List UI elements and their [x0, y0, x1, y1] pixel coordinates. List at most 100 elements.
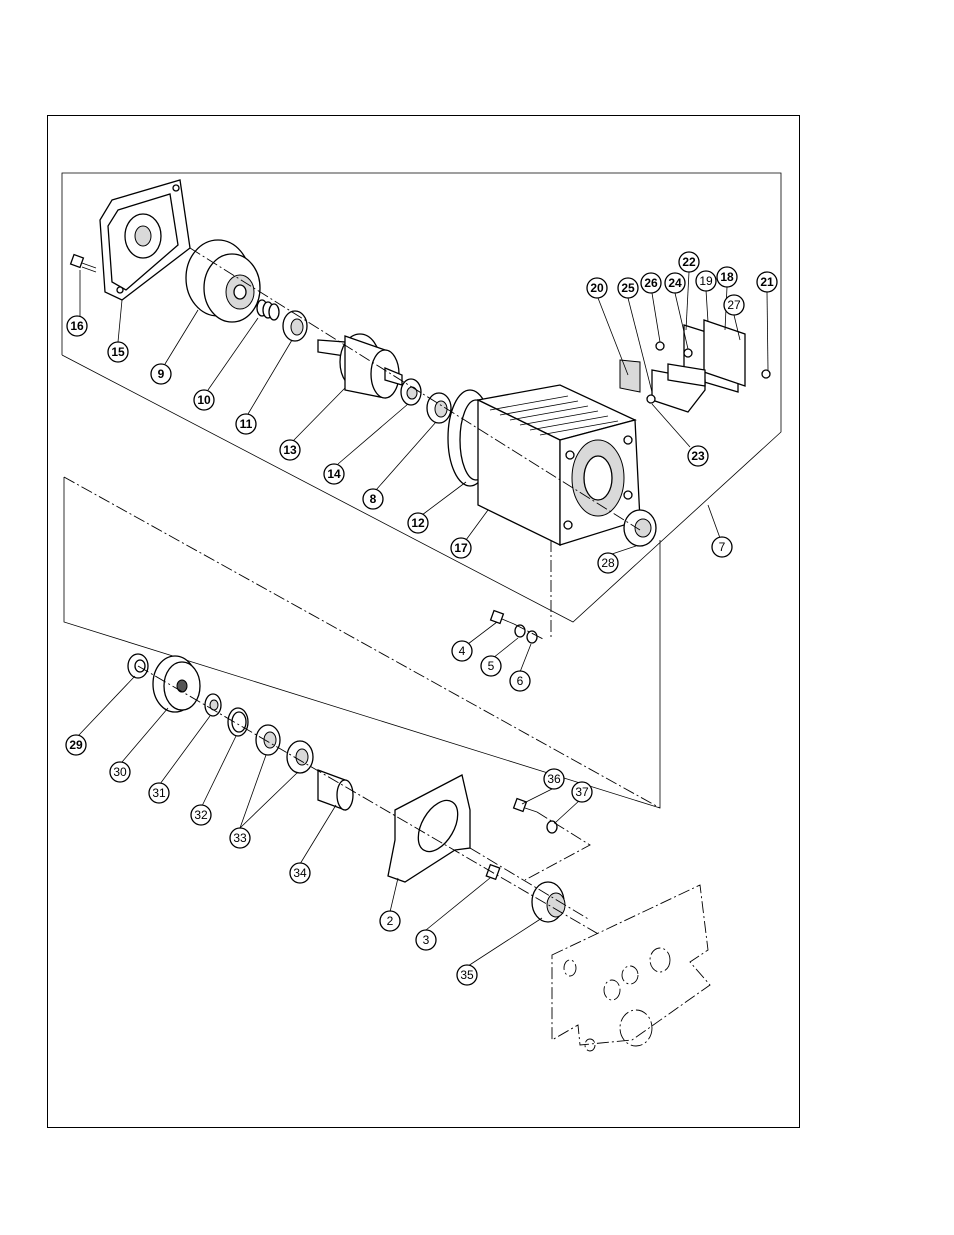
callout-26: 26	[640, 272, 662, 294]
callout-label: 31	[152, 786, 166, 800]
axis-line-fasteners	[513, 623, 546, 641]
callout-20: 20	[586, 277, 608, 299]
callout-label: 24	[668, 276, 682, 290]
callout-12: 12	[407, 512, 429, 534]
gasket-plate-part-2	[387, 774, 471, 883]
callout-11: 11	[235, 413, 257, 435]
callout-34: 34	[289, 862, 311, 884]
callout-label: 33	[233, 831, 247, 845]
callout-label: 2	[387, 914, 394, 928]
callout-28: 28	[597, 552, 619, 574]
callout-24: 24	[664, 272, 686, 294]
callout-13: 13	[279, 439, 301, 461]
callout-31: 31	[148, 782, 170, 804]
axis-line-screw	[524, 811, 591, 881]
callout-label: 21	[760, 275, 774, 289]
callout-27: 27	[723, 294, 745, 316]
screw-part-4	[489, 609, 515, 625]
pulley-part-9	[185, 239, 261, 323]
washer-part-37	[546, 820, 558, 834]
callout-label: 20	[590, 281, 604, 295]
callout-label: 8	[370, 492, 377, 506]
callout-2: 2	[379, 910, 401, 932]
axis-line-lower	[137, 665, 601, 936]
callout-label: 14	[327, 467, 341, 481]
callout-label: 18	[720, 270, 734, 284]
callout-label: 23	[691, 449, 705, 463]
callout-36: 36	[543, 768, 565, 790]
callout-label: 25	[621, 281, 635, 295]
callout-label: 7	[719, 540, 726, 554]
callout-17: 17	[450, 537, 472, 559]
callout-37: 37	[571, 781, 593, 803]
callout-label: 15	[111, 345, 125, 359]
spring-part-10	[256, 299, 280, 321]
axis-line-upper	[189, 247, 641, 531]
bearing-part-28	[623, 509, 657, 547]
callout-6: 6	[509, 670, 531, 692]
callout-label: 5	[488, 659, 495, 673]
callout-30: 30	[109, 761, 131, 783]
callout-label: 32	[194, 808, 208, 822]
callout-23: 23	[687, 445, 709, 467]
bearing-part-11	[282, 310, 308, 342]
callout-label: 22	[682, 255, 696, 269]
callout-10: 10	[193, 389, 215, 411]
callout-label: 11	[240, 417, 253, 431]
callout-3: 3	[415, 929, 437, 951]
callout-label: 19	[699, 274, 713, 288]
callout-label: 37	[575, 785, 589, 799]
terminal-cover-group	[619, 319, 771, 413]
callout-label: 12	[411, 516, 425, 530]
lower-group-diagonal	[63, 476, 661, 809]
screw-part-16	[69, 253, 97, 273]
end-cover-part-15	[99, 179, 191, 301]
callout-29: 29	[65, 734, 87, 756]
callout-32: 32	[190, 804, 212, 826]
callout-35: 35	[456, 964, 478, 986]
screw-part-36	[512, 797, 538, 813]
callout-label: 4	[459, 644, 466, 658]
washer-part-31	[204, 693, 222, 717]
callout-9: 9	[150, 363, 172, 385]
snap-ring-part-32	[227, 707, 249, 737]
bearing-part-8	[426, 392, 452, 424]
callout-label: 34	[293, 866, 307, 880]
gear-part-30	[152, 655, 201, 713]
callout-label: 10	[197, 393, 211, 407]
callout-label: 6	[517, 674, 524, 688]
motor-housing-part-17	[475, 384, 641, 547]
callout-label: 26	[644, 276, 658, 290]
callout-label: 29	[69, 738, 83, 752]
bearing-part-14	[400, 378, 422, 406]
washer-part-6	[526, 630, 538, 644]
callout-7: 7	[711, 536, 733, 558]
callout-5: 5	[480, 655, 502, 677]
callout-label: 36	[547, 772, 561, 786]
callout-label: 28	[601, 556, 615, 570]
callout-15: 15	[107, 341, 129, 363]
callout-label: 16	[70, 319, 84, 333]
dowel-part-3	[485, 863, 501, 881]
bearing-part-33	[255, 724, 314, 774]
callout-label: 3	[423, 933, 430, 947]
callout-4: 4	[451, 640, 473, 662]
callout-8: 8	[362, 488, 384, 510]
callout-label: 13	[283, 443, 297, 457]
callout-label: 17	[454, 541, 468, 555]
callout-label: 30	[113, 765, 127, 779]
pinion-shaft-part-34	[317, 769, 354, 811]
axis-line-dowel	[469, 847, 591, 921]
leader-lines	[77, 270, 769, 967]
callout-label: 27	[727, 298, 741, 312]
callouts: 16 15 9 10 11 13 14 8 12 17 20 25 26 24 …	[65, 251, 778, 986]
callout-21: 21	[756, 271, 778, 293]
mounting-plate-phantom	[551, 884, 711, 1052]
rotor-part-13	[317, 333, 403, 399]
callout-18: 18	[716, 266, 738, 288]
bushing-part-35	[531, 881, 566, 923]
diagram-frame	[47, 115, 800, 1128]
callout-33: 33	[229, 827, 251, 849]
callout-16: 16	[66, 315, 88, 337]
